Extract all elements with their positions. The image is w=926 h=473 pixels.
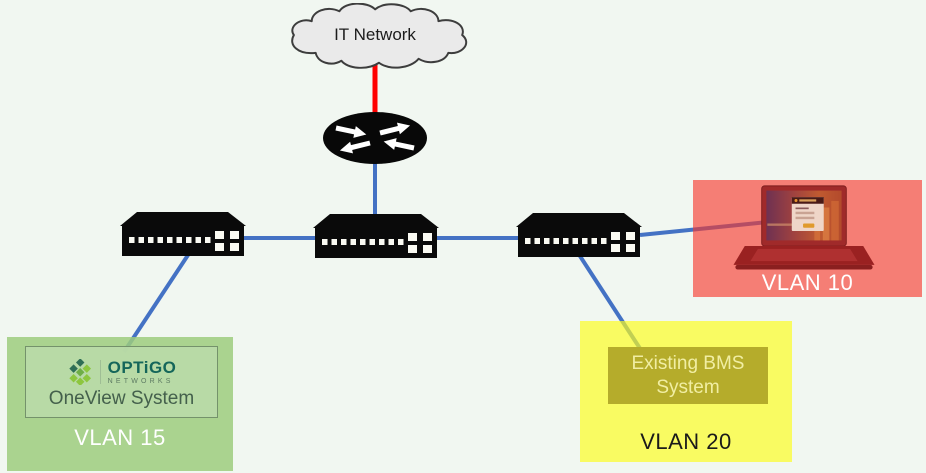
existing-bms-box: Existing BMS System <box>608 347 768 404</box>
cloud-label: IT Network <box>334 25 416 44</box>
switch-icon-3 <box>516 212 642 259</box>
vlan10-zone: VLAN 10 <box>693 180 922 297</box>
logo-divider <box>99 359 101 384</box>
brand-name: OPTiGO <box>107 357 177 377</box>
login-button-graphic <box>803 223 815 228</box>
router-icon <box>322 111 428 165</box>
vlan20-label: VLAN 20 <box>640 429 732 454</box>
switch-icon-2 <box>313 213 439 260</box>
vlan15-label: VLAN 15 <box>74 425 166 450</box>
vlan15-zone: OPTiGO NETWORKS OneView System VLAN 15 <box>7 337 233 471</box>
brand-subtitle: NETWORKS <box>107 377 174 385</box>
it-network-cloud: IT Network <box>284 3 482 75</box>
optigo-diamond-logo-icon <box>68 358 91 385</box>
vlan20-zone: Existing BMS System VLAN 20 <box>580 321 792 462</box>
link-switch1-oneview <box>122 250 192 354</box>
laptop-image <box>733 184 875 278</box>
oneview-system-label: OneView System <box>48 387 195 409</box>
vlan10-label: VLAN 10 <box>761 270 854 295</box>
cloud-icon <box>291 3 468 69</box>
oneview-system-box: OPTiGO NETWORKS OneView System <box>25 346 218 418</box>
switch-icon-1 <box>120 211 246 258</box>
